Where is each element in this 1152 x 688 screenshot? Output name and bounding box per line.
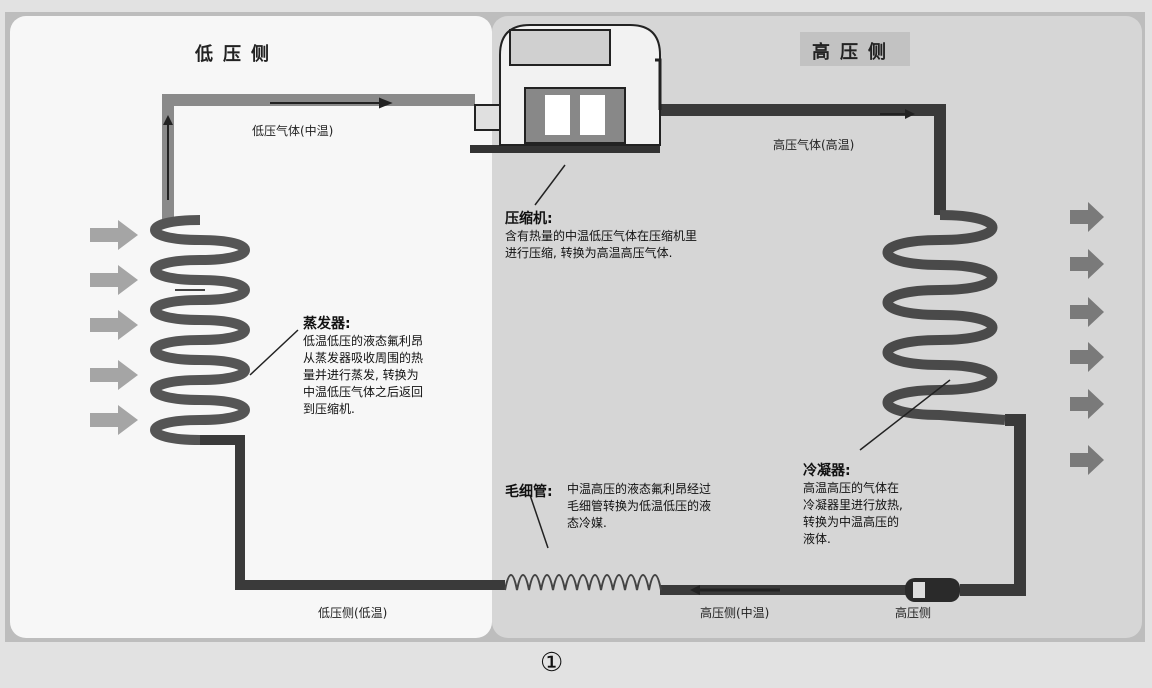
evaporator-heat-arrows xyxy=(90,220,138,435)
evaporator-coil xyxy=(150,215,250,445)
compressor-description: 含有热量的中温低压气体在压缩机里 进行压缩, 转换为高温高压气体. xyxy=(505,229,698,260)
capillary-leader xyxy=(529,494,549,549)
receiver-highlight xyxy=(913,582,925,598)
high-side-mid-temp-label: 高压侧(中温) xyxy=(700,606,770,620)
high-side-header-box xyxy=(800,32,910,66)
high-side-header: 高压侧 xyxy=(812,42,896,63)
evaporator-description: 低温低压的液态氟利昂 从蒸发器吸收周围的热 量并进行蒸发, 转换为 中温低压气体… xyxy=(303,334,424,416)
high-gas-label: 高压气体(高温) xyxy=(773,138,855,152)
high-pressure-panel xyxy=(492,16,1142,638)
low-liquid-pipe xyxy=(200,435,505,590)
high-gas-arrow-head xyxy=(905,109,915,119)
compressor-piston-right xyxy=(580,95,605,135)
liquid-arrow-head xyxy=(690,585,700,595)
condenser-coil xyxy=(882,210,1006,425)
compressor-base xyxy=(470,145,660,153)
capillary-tube xyxy=(504,574,662,591)
compressor-cylinder xyxy=(524,87,626,144)
heat-arrow-4 xyxy=(90,360,138,390)
leader-lines xyxy=(249,164,951,549)
out-arrow-6 xyxy=(1070,445,1104,475)
condenser-description: 高温高压的气体在 冷凝器里进行放热, 转换为中温高压的 液体. xyxy=(803,481,903,546)
compressor-outlet xyxy=(655,58,662,110)
condenser-leader xyxy=(859,379,951,451)
low-pressure-panel xyxy=(10,16,492,638)
low-gas-arrow xyxy=(270,97,393,109)
out-arrow-3 xyxy=(1070,297,1104,327)
out-arrow-5 xyxy=(1070,389,1104,419)
heat-arrow-3 xyxy=(90,310,138,340)
capillary-title: 毛细管: xyxy=(505,484,553,500)
capillary-description: 中温高压的液态氟利昂经过 毛细管转换为低温低压的液 态冷媒. xyxy=(567,482,712,530)
compressor-motor xyxy=(509,29,611,66)
low-gas-label: 低压气体(中温) xyxy=(252,124,334,138)
evaporator-title: 蒸发器: xyxy=(303,316,351,332)
out-arrow-1 xyxy=(1070,202,1104,232)
flow-arrows xyxy=(163,97,915,595)
heat-arrow-1 xyxy=(90,220,138,250)
out-arrow-4 xyxy=(1070,342,1104,372)
high-gas-pipe xyxy=(655,104,946,215)
low-side-low-temp-label: 低压侧(低温) xyxy=(318,606,388,620)
figure-number: ① xyxy=(540,648,564,678)
low-side-header: 低压侧 xyxy=(195,44,279,65)
high-side-cut-label: 高压侧 xyxy=(895,606,932,620)
up-arrow-head xyxy=(163,115,173,125)
compressor-title: 压缩机: xyxy=(505,211,553,227)
compressor-inlet xyxy=(474,104,501,131)
heat-arrow-5 xyxy=(90,405,138,435)
condenser-title: 冷凝器: xyxy=(803,463,851,479)
heat-arrow-2 xyxy=(90,265,138,295)
condenser-heat-arrows xyxy=(1070,202,1104,475)
compressor-leader xyxy=(534,164,566,206)
condenser-outlet-pipe xyxy=(960,414,1026,596)
compressor-piston-left xyxy=(545,95,570,135)
evaporator-leader xyxy=(249,329,299,376)
out-arrow-2 xyxy=(1070,249,1104,279)
